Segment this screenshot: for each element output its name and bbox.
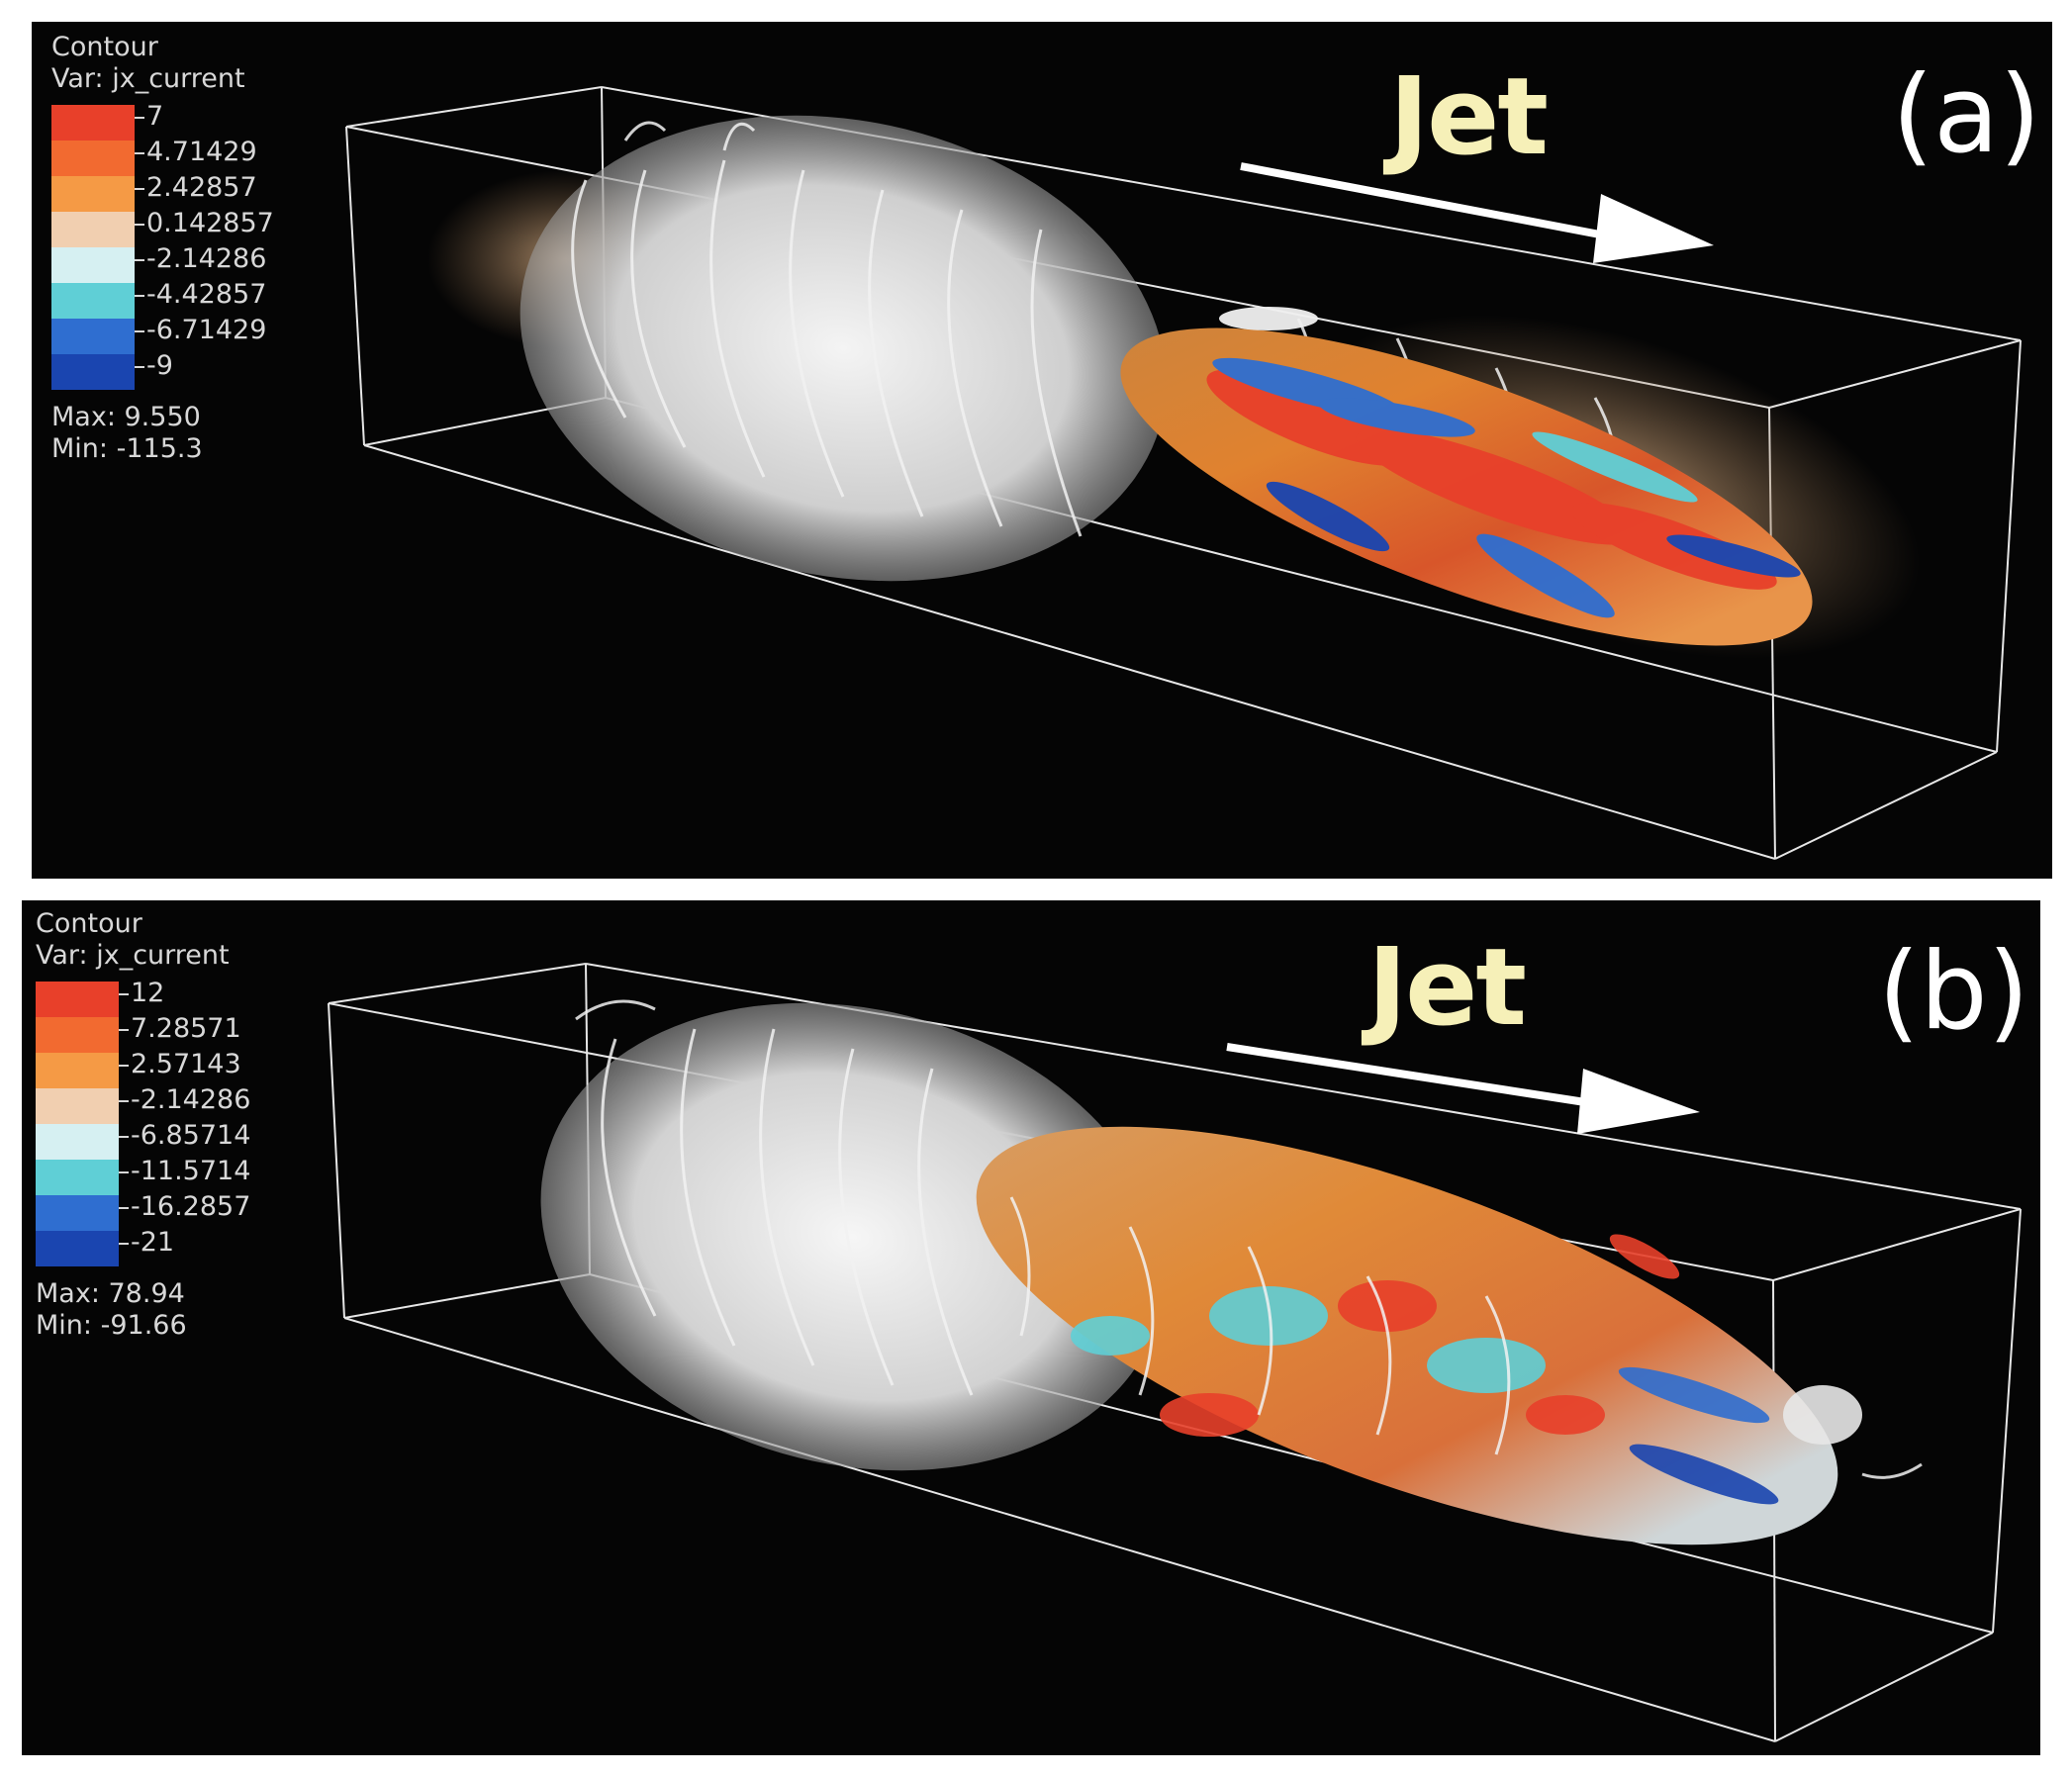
field-lines-a xyxy=(519,115,1167,582)
legend-tick: -2.14286 xyxy=(119,1084,250,1116)
color-bar: 7 4.71429 2.42857 0.142857 -2.14286 -4.4… xyxy=(51,101,274,390)
legend-tick: -6.85714 xyxy=(119,1120,250,1152)
legend-var: Var: jx_current xyxy=(51,63,245,94)
legend-tick: -9 xyxy=(135,350,173,382)
legend-min: Min: -91.66 xyxy=(36,1310,187,1341)
legend-tick: 7.28571 xyxy=(119,1013,241,1045)
legend-max: Max: 9.550 xyxy=(51,402,201,432)
legend-title: Contour xyxy=(36,908,142,939)
legend-tick: 7 xyxy=(135,101,163,133)
legend-var: Var: jx_current xyxy=(36,940,230,971)
legend-tick: -2.14286 xyxy=(135,243,266,275)
panel-label-a: (a) xyxy=(1892,53,2041,177)
legend-title: Contour xyxy=(51,32,158,62)
color-bar: 12 7.28571 2.57143 -2.14286 -6.85714 -11… xyxy=(36,978,250,1266)
field-lines-b xyxy=(540,1002,1166,1471)
legend-min: Min: -115.3 xyxy=(51,433,203,464)
legend-tick: -6.71429 xyxy=(135,315,266,346)
legend-a: Contour Var: jx_current 7 4.71429 2.4285… xyxy=(51,32,274,465)
jet-arrow-a xyxy=(1240,162,1714,263)
current-core-b xyxy=(976,1126,1838,1545)
legend-tick: 12 xyxy=(119,978,164,1009)
legend-tick: -4.42857 xyxy=(135,279,266,311)
jet-arrow-b xyxy=(1226,1043,1700,1134)
legend-tick: 2.42857 xyxy=(135,172,257,204)
panel-a: Contour Var: jx_current 7 4.71429 2.4285… xyxy=(32,22,2052,879)
legend-max: Max: 78.94 xyxy=(36,1278,185,1309)
panel-label-b: (b) xyxy=(1878,930,2029,1054)
panel-b-scene xyxy=(328,963,2022,1742)
legend-tick: -21 xyxy=(119,1227,174,1259)
legend-tick: -16.2857 xyxy=(119,1191,250,1223)
legend-tick: 4.71429 xyxy=(135,137,257,168)
jet-label-b: Jet xyxy=(1367,926,1527,1050)
legend-tick: 0.142857 xyxy=(135,208,274,239)
legend-b: Contour Var: jx_current 12 7.28571 2.571… xyxy=(36,908,250,1342)
panel-a-scene xyxy=(345,86,2022,860)
panel-b: Contour Var: jx_current 12 7.28571 2.571… xyxy=(22,900,2040,1755)
legend-tick: 2.57143 xyxy=(119,1049,241,1080)
jet-label-a: Jet xyxy=(1389,55,1549,179)
legend-tick: -11.5714 xyxy=(119,1156,250,1187)
